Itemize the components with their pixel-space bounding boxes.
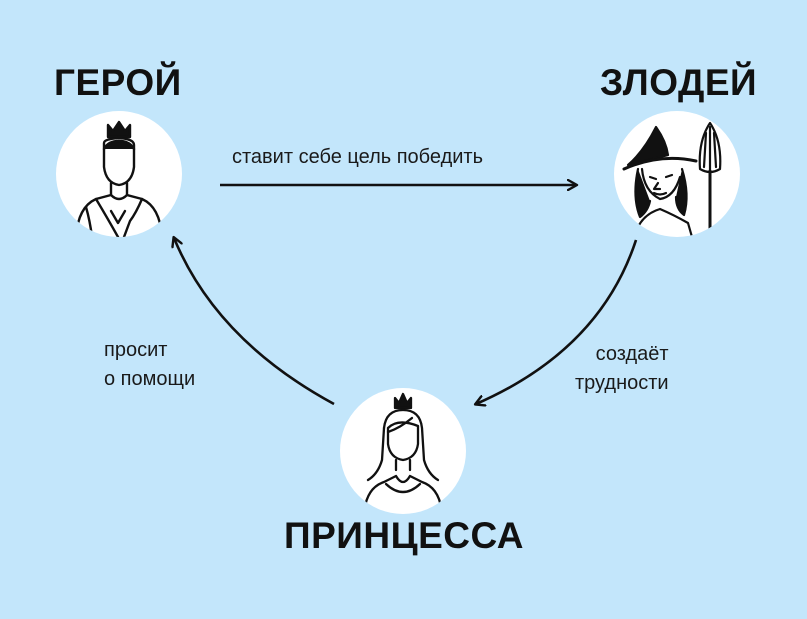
edge-label-villain-to-princess: создаёт трудности: [575, 340, 669, 398]
edge-label-line: просит: [104, 339, 168, 361]
princess-title: ПРИНЦЕССА: [284, 515, 525, 556]
arrow-princess-to-hero: [174, 238, 335, 406]
villain-node: [614, 111, 740, 237]
edge-label-line: трудности: [575, 372, 669, 394]
hero-title: ГЕРОЙ: [54, 62, 182, 103]
arrow-villain-to-princess: [476, 239, 638, 404]
edge-label-princess-to-hero: просит о помощи: [104, 336, 195, 394]
hero-node: [56, 111, 182, 237]
edge-label-line: о помощи: [104, 368, 196, 390]
edge-label-hero-to-villain: ставит себе цель победить: [232, 146, 484, 168]
princess-icon: [362, 392, 444, 514]
edge-label-line: создаёт: [595, 343, 669, 365]
princess-node: [340, 388, 466, 514]
witch-icon: [622, 121, 722, 237]
king-icon: [74, 120, 164, 237]
villain-title: ЗЛОДЕЙ: [600, 62, 758, 103]
